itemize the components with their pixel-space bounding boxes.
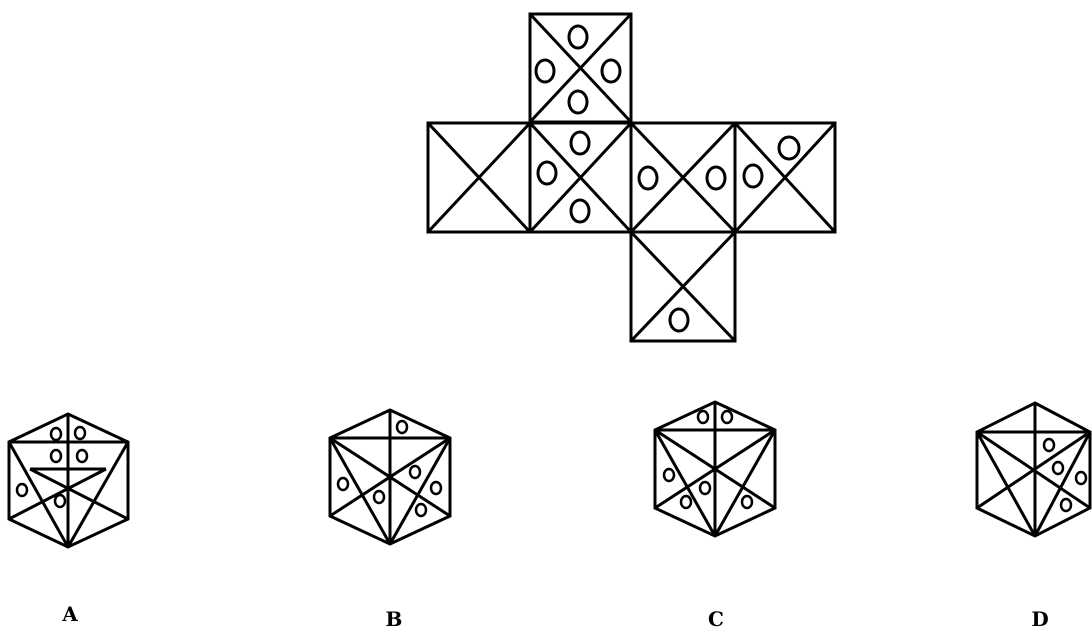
circle-mark bbox=[1042, 437, 1056, 453]
circle-mark bbox=[408, 464, 422, 480]
circle-mark bbox=[49, 448, 63, 464]
circle-mark bbox=[569, 198, 591, 224]
circle-mark bbox=[395, 419, 409, 435]
option-b-cube[interactable] bbox=[328, 408, 452, 546]
circle-mark bbox=[534, 58, 556, 84]
circle-mark bbox=[668, 307, 690, 333]
option-c-label[interactable]: C bbox=[708, 607, 724, 631]
net-face-far-right bbox=[733, 121, 837, 234]
net-face-right bbox=[629, 121, 737, 234]
circle-mark bbox=[49, 426, 63, 442]
option-a-cube[interactable] bbox=[7, 412, 130, 549]
circle-mark bbox=[637, 165, 659, 191]
circle-mark bbox=[53, 493, 67, 509]
net-face-top bbox=[528, 12, 633, 124]
circle-mark bbox=[536, 160, 558, 186]
circle-mark bbox=[740, 494, 754, 510]
circle-mark bbox=[742, 163, 764, 189]
circle-mark bbox=[336, 476, 350, 492]
option-c-cube[interactable] bbox=[653, 400, 777, 538]
circle-mark bbox=[372, 489, 386, 505]
circle-mark bbox=[75, 448, 89, 464]
circle-mark bbox=[73, 425, 87, 441]
circle-mark bbox=[1074, 470, 1088, 486]
option-d-label[interactable]: D bbox=[1031, 607, 1049, 631]
circle-mark bbox=[569, 130, 591, 156]
circle-mark bbox=[720, 409, 734, 425]
circle-mark bbox=[705, 165, 727, 191]
option-a-label[interactable]: A bbox=[62, 602, 78, 626]
circle-mark bbox=[567, 89, 589, 115]
circle-mark bbox=[15, 482, 29, 498]
net-face-center bbox=[528, 121, 633, 234]
circle-mark bbox=[429, 480, 443, 496]
circle-mark bbox=[600, 58, 622, 84]
option-b-label[interactable]: B bbox=[385, 607, 403, 631]
circle-mark bbox=[1059, 497, 1073, 513]
circle-mark bbox=[1051, 460, 1065, 476]
net-face-left bbox=[426, 121, 532, 234]
circle-mark bbox=[777, 135, 801, 161]
net-face-bottom bbox=[629, 230, 737, 343]
circle-mark bbox=[567, 24, 589, 50]
circle-mark bbox=[679, 494, 693, 510]
circle-mark bbox=[698, 480, 712, 496]
circle-mark bbox=[414, 502, 428, 518]
cube-net bbox=[426, 12, 837, 343]
option-d-cube[interactable] bbox=[975, 401, 1092, 538]
circle-mark bbox=[662, 467, 676, 483]
circle-mark bbox=[696, 409, 710, 425]
